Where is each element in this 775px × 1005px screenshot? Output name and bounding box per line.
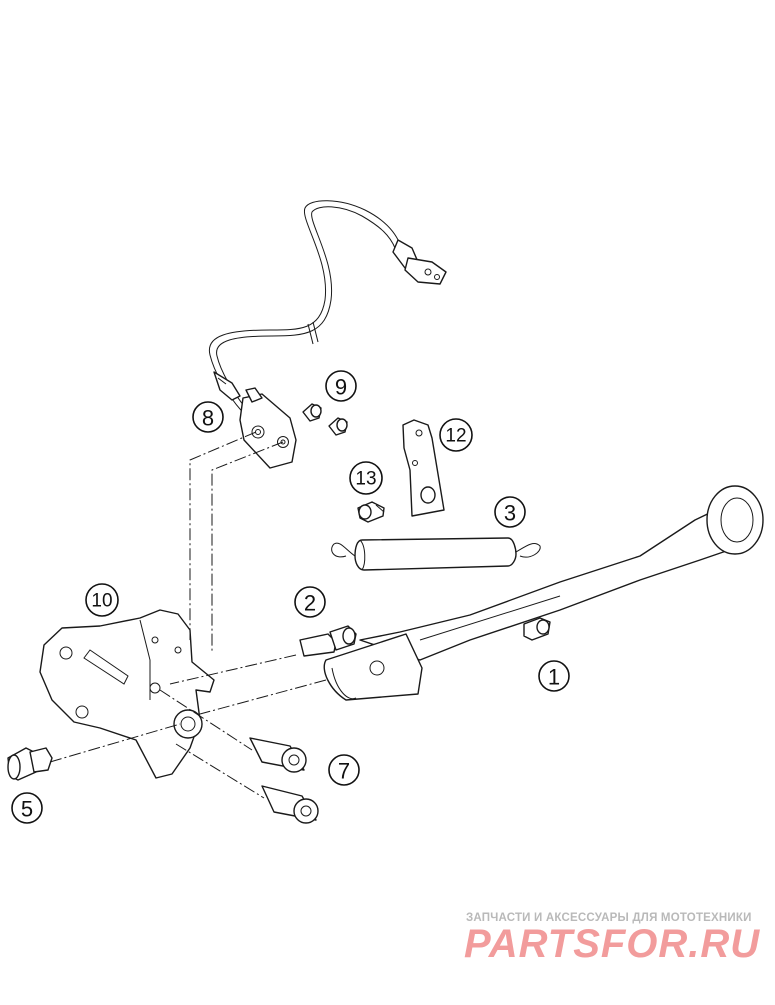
spacer-bolt xyxy=(357,501,385,523)
callout-12: 12 xyxy=(439,418,473,452)
callout-8-label: 8 xyxy=(202,406,214,431)
callout-5: 5 xyxy=(11,792,43,824)
assembly-lines xyxy=(49,431,327,799)
side-stand xyxy=(323,485,764,701)
callout-1: 1 xyxy=(538,660,570,692)
stand-bolt xyxy=(299,625,357,657)
side-stand-bracket xyxy=(39,609,215,779)
callout-2-label: 2 xyxy=(304,591,316,616)
switch-screws xyxy=(302,403,348,436)
return-spring xyxy=(331,537,541,571)
callout-2: 2 xyxy=(294,586,326,618)
callout-9-label: 9 xyxy=(335,375,347,400)
callout-13: 13 xyxy=(349,461,383,495)
callout-7-label: 7 xyxy=(338,759,350,784)
callout-7: 7 xyxy=(328,754,360,786)
callout-12-label: 12 xyxy=(445,426,466,447)
bracket-bolt xyxy=(7,747,53,781)
callout-10-label: 10 xyxy=(91,591,112,612)
callout-1-label: 1 xyxy=(548,665,560,690)
callout-9: 9 xyxy=(325,370,357,402)
side-stand-switch xyxy=(239,387,297,469)
callout-5-label: 5 xyxy=(21,797,33,822)
spring-bracket xyxy=(402,419,445,517)
watermark-logo: PARTSFOR.RU xyxy=(464,922,761,966)
callout-10: 10 xyxy=(85,583,119,617)
callout-8: 8 xyxy=(192,401,224,433)
switch-cable xyxy=(208,200,447,421)
watermark-tagline: ЗАПЧАСТИ И АКСЕССУАРЫ ДЛЯ МОТОТЕХНИКИ xyxy=(466,912,752,924)
callout-3-label: 3 xyxy=(504,501,516,526)
mounting-bolts xyxy=(249,737,319,824)
callout-3: 3 xyxy=(494,496,526,528)
callout-13-label: 13 xyxy=(355,469,376,490)
